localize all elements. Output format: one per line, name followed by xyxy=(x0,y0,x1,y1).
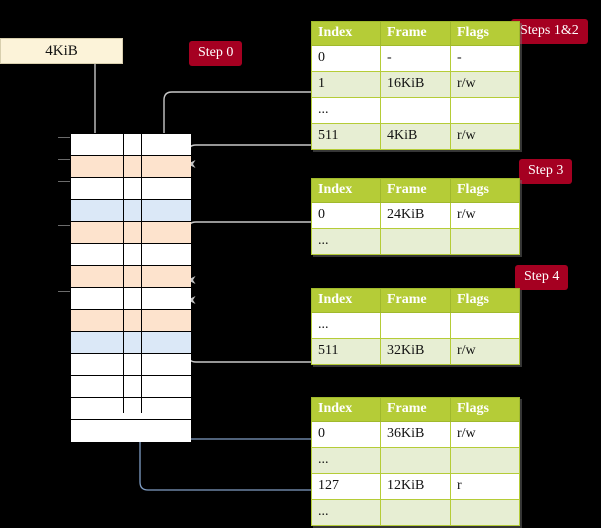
cell-frame xyxy=(380,447,451,474)
cell-index: 0 xyxy=(311,202,381,229)
memory-grid-divider xyxy=(123,134,124,413)
memory-tick xyxy=(58,181,70,182)
memory-frame-row xyxy=(71,398,191,420)
cell-index: ... xyxy=(311,499,381,526)
memory-tick xyxy=(58,225,70,226)
memory-frame-row xyxy=(71,420,191,442)
table-row: ... xyxy=(311,228,520,255)
column-header-index: Index xyxy=(311,288,381,313)
cell-index: ... xyxy=(311,312,381,339)
memory-grid-divider xyxy=(141,134,142,413)
column-header-frame: Frame xyxy=(380,397,451,422)
cell-flags: r/w xyxy=(450,338,520,365)
column-header-index: Index xyxy=(311,21,381,46)
memory-frame-row xyxy=(71,244,191,266)
table-row: ... xyxy=(311,447,520,474)
memory-tick xyxy=(58,159,70,160)
column-header-index: Index xyxy=(311,397,381,422)
wire-table0-row511-to-grid xyxy=(187,144,311,168)
cell-flags: - xyxy=(450,45,520,72)
cell-index: 0 xyxy=(311,45,381,72)
memory-tick xyxy=(58,291,70,292)
column-header-flags: Flags xyxy=(450,21,520,46)
badge-step-3: Step 3 xyxy=(519,159,573,184)
cell-index: 1 xyxy=(311,71,381,98)
wire-table1-row0-to-grid xyxy=(187,221,311,284)
cell-flags: r/w xyxy=(450,421,520,448)
column-header-flags: Flags xyxy=(450,178,520,203)
cell-flags xyxy=(450,228,520,255)
source-frame-label: 4KiB xyxy=(45,42,78,59)
cell-flags xyxy=(450,97,520,124)
memory-frame-row xyxy=(71,200,191,222)
column-header-frame: Frame xyxy=(380,288,451,313)
cell-frame xyxy=(380,499,451,526)
memory-tick xyxy=(58,137,70,138)
cell-frame: 36KiB xyxy=(380,421,451,448)
cell-flags xyxy=(450,312,520,339)
memory-frame-row xyxy=(71,156,191,178)
badge-step-0: Step 0 xyxy=(189,41,243,66)
table-row: ... xyxy=(311,499,520,526)
cell-flags xyxy=(450,499,520,526)
cell-frame: 12KiB xyxy=(380,473,451,500)
cell-index: 127 xyxy=(311,473,381,500)
physical-memory-grid xyxy=(70,133,191,442)
cell-index: 0 xyxy=(311,421,381,448)
wire-table2-row511-to-grid xyxy=(187,296,311,363)
badge-step-4: Step 4 xyxy=(515,265,569,290)
cell-index: 511 xyxy=(311,338,381,365)
column-header-frame: Frame xyxy=(380,21,451,46)
cell-frame: 4KiB xyxy=(380,123,451,150)
memory-frame-row xyxy=(71,354,191,376)
memory-frame-row xyxy=(71,310,191,332)
memory-frame-row xyxy=(71,178,191,200)
column-header-flags: Flags xyxy=(450,288,520,313)
memory-frame-row xyxy=(71,376,191,398)
cell-flags: r xyxy=(450,473,520,500)
memory-frame-row xyxy=(71,288,191,310)
cell-frame xyxy=(380,312,451,339)
column-header-frame: Frame xyxy=(380,178,451,203)
cell-flags: r/w xyxy=(450,202,520,229)
source-frame-box: 4KiB xyxy=(0,38,123,64)
cell-frame xyxy=(380,228,451,255)
column-header-flags: Flags xyxy=(450,397,520,422)
cell-frame: 32KiB xyxy=(380,338,451,365)
cell-frame: 16KiB xyxy=(380,71,451,98)
table-row: ... xyxy=(311,312,520,339)
cell-frame: 24KiB xyxy=(380,202,451,229)
column-header-index: Index xyxy=(311,178,381,203)
memory-frame-row xyxy=(71,222,191,244)
cell-frame xyxy=(380,97,451,124)
cell-index: ... xyxy=(311,228,381,255)
cell-index: 511 xyxy=(311,123,381,150)
memory-frame-row xyxy=(71,134,191,156)
cell-frame: - xyxy=(380,45,451,72)
table-row: ... xyxy=(311,97,520,124)
badge-steps-1-2: Steps 1&2 xyxy=(511,19,588,44)
cell-flags: r/w xyxy=(450,123,520,150)
cell-flags: r/w xyxy=(450,71,520,98)
table-row: 0-- xyxy=(311,45,520,72)
cell-index: ... xyxy=(311,97,381,124)
cell-index: ... xyxy=(311,447,381,474)
cell-flags xyxy=(450,447,520,474)
memory-frame-row xyxy=(71,266,191,288)
memory-frame-row xyxy=(71,332,191,354)
